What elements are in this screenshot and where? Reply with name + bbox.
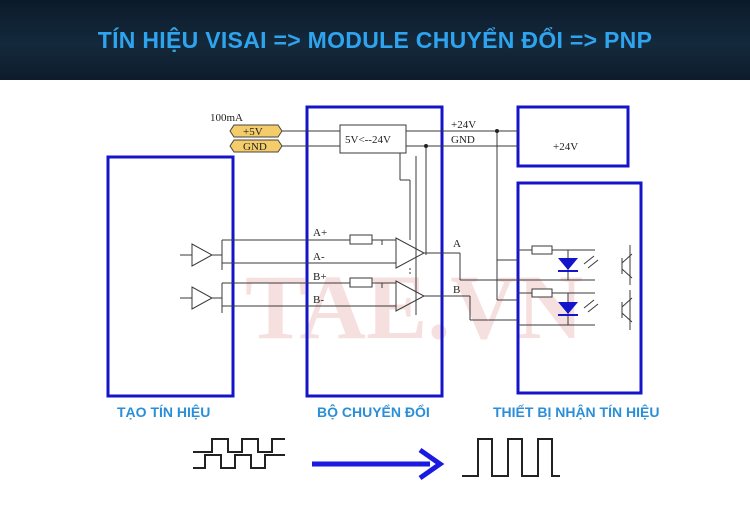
plus5v-tag [229,124,283,138]
caption-converter-module: BỘ CHUYỂN ĐỔI [317,403,430,420]
differential-waveform [193,438,285,469]
supply-24v-label: +24V [553,141,578,153]
supply-24v-box [516,105,630,168]
out-b-label: B [453,284,460,296]
plus5v-label: +5V [243,126,263,138]
page-title: TÍN HIỆU VISAI => MODULE CHUYỂN ĐỔI => P… [97,26,653,53]
out-a-label: A [453,238,461,250]
b-plus-label: B+ [313,271,327,283]
converter-block [339,124,407,154]
b-minus-label: B- [313,294,324,306]
plus24v-line-label: +24V [451,119,476,131]
a-minus-label: A- [313,251,325,263]
circuit-diagram: TAE.VN +24V 100mA +5V GND 5V<--24V +24V … [0,80,750,500]
header-banner: TÍN HIỆU VISAI => MODULE CHUYỂN ĐỔI => P… [0,0,750,80]
watermark: TAE.VN [245,256,583,358]
generator-buffers [180,240,223,313]
current-label: 100mA [210,112,243,124]
receiver-device-box [516,181,643,395]
conversion-arrow [312,447,445,481]
gnd-tag-left [229,139,283,153]
caption-signal-generator: TẠO TÍN HIỆU [117,403,210,420]
a-plus-label: A+ [313,227,327,239]
resistor-b [349,277,373,288]
signal-generator-box [106,155,235,398]
caption-receiver-device: THIẾT BỊ NHẬN TÍN HIỆU [493,403,659,420]
led-b [558,302,578,314]
gnd-label-right: GND [451,134,475,146]
comparators [395,237,450,312]
converter-module-box [305,105,444,398]
receiver-internals [518,245,633,330]
led-light-arrows [583,255,599,313]
resistor-a [349,234,373,245]
led-a [558,258,578,270]
gnd-label-left: GND [243,141,267,153]
square-waveform [462,438,560,477]
converter-label: 5V<--24V [345,134,391,146]
output-wires [450,240,518,321]
watermark-text: TAE.VN [245,256,583,358]
